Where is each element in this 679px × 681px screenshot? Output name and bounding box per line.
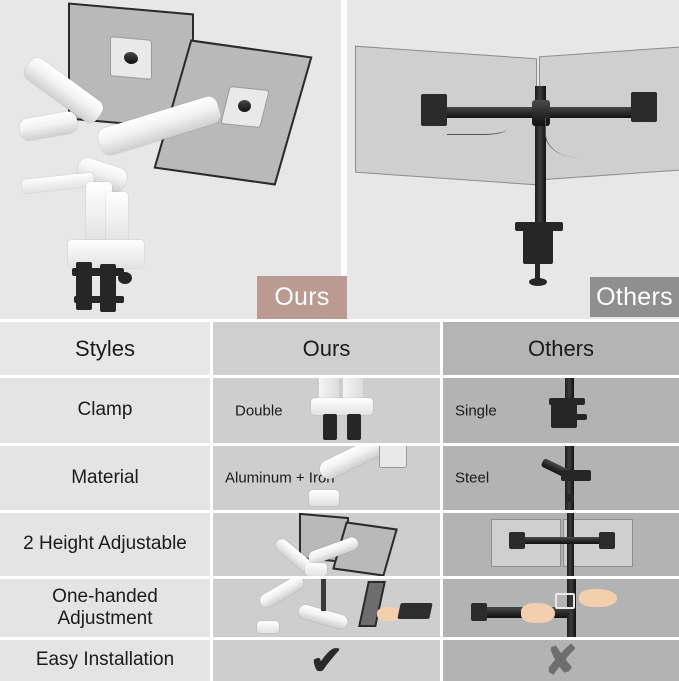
row-others-cell-easy-installation: ✘: [443, 640, 679, 681]
cable-right: [545, 118, 602, 158]
tilt-joint-2: [238, 100, 251, 112]
tilt-joint-1: [124, 51, 138, 65]
mini-vesa-right: [599, 532, 615, 549]
row-ours-value-material: Aluminum + Iron: [225, 469, 335, 487]
row-label-height-adjustable: 2 Height Adjustable: [23, 533, 187, 555]
row-others-cell-two-handed: [443, 579, 679, 637]
arm-base-art: [309, 490, 339, 506]
sleeve-art: [397, 603, 433, 619]
x-mark-icon: ✘: [544, 640, 578, 681]
steel-bolt-art: [566, 494, 574, 502]
row-label-material: Material: [71, 466, 139, 488]
clamp-post-2: [343, 378, 363, 402]
product-photo-band: Ours Others: [0, 0, 679, 319]
hand-left-art: [521, 603, 555, 623]
clamp-jaw-right: [347, 414, 361, 440]
row-label-cell: Easy Installation: [0, 640, 210, 681]
row-others-value-material: Steel: [455, 469, 490, 487]
header-label-styles: Styles: [75, 335, 135, 361]
table-header-row: Styles Ours Others: [0, 322, 679, 375]
header-cell-ours: Ours: [213, 322, 440, 375]
comparison-table: Styles Ours Others Clamp Double: [0, 320, 679, 681]
row-label-easy-installation: Easy Installation: [35, 649, 175, 671]
arm-lower-segment-1: [18, 110, 80, 142]
clamp-bar-lower: [74, 296, 124, 303]
row-label-cell: Clamp: [0, 378, 210, 443]
hand-art: [377, 607, 403, 621]
row-ours-cell-one-handed: [213, 579, 440, 637]
badge-others: Others: [590, 277, 679, 317]
row-ours-cell-height: [213, 513, 440, 576]
row-ours-value-clamp: Double: [235, 402, 283, 419]
clamp-screw-knob: [529, 278, 547, 286]
badge-ours: Ours: [257, 276, 347, 319]
single-clamp-top: [549, 398, 585, 405]
mini-cross-bar: [513, 537, 609, 544]
row-label-clamp: Clamp: [77, 399, 133, 421]
clamp-knob: [118, 272, 132, 284]
table-row-clamp: Clamp Double Single: [0, 378, 679, 443]
riser-pole-art: [321, 579, 326, 611]
vesa-plate-art: [379, 446, 407, 468]
header-cell-others: Others: [443, 322, 679, 375]
header-label-others: Others: [527, 335, 595, 361]
clamp-post-1: [319, 378, 339, 402]
single-clamp-arm: [573, 414, 587, 420]
table-row-height-adjustable: 2 Height Adjustable: [0, 513, 679, 576]
mini-pole: [567, 513, 574, 576]
row-others-cell-clamp: Single: [443, 378, 679, 443]
desk-clamp-top: [515, 222, 563, 231]
mini-base: [305, 563, 327, 576]
mini-vesa-left: [509, 532, 525, 549]
single-clamp-pole: [565, 378, 574, 412]
row-others-value-clamp: Single: [455, 402, 497, 419]
riser-post-2: [106, 192, 128, 244]
vesa-head-left: [421, 94, 447, 126]
clamp-jaw-left: [323, 414, 337, 440]
row-ours-cell-material: Aluminum + Iron: [213, 446, 440, 510]
desk-tray: [21, 172, 95, 194]
black-vesa-art: [471, 603, 487, 621]
table-row-material: Material Aluminum + Iron Steel: [0, 446, 679, 510]
center-pole: [535, 86, 546, 264]
table-row-easy-installation: Easy Installation ✔ ✘: [0, 640, 679, 681]
hand-right-art: [579, 589, 617, 607]
row-others-cell-material: Steel: [443, 446, 679, 510]
arm-seg-a: [257, 579, 307, 611]
badge-others-label: Others: [596, 282, 673, 311]
photo-others-product: [347, 0, 679, 319]
check-mark-icon: ✔: [309, 640, 344, 681]
adjust-knob-art: [555, 593, 575, 609]
header-cell-styles: Styles: [0, 322, 210, 375]
row-label-cell: 2 Height Adjustable: [0, 513, 210, 576]
steel-collar-art: [561, 470, 591, 481]
row-others-cell-height: [443, 513, 679, 576]
header-label-ours: Ours: [302, 335, 351, 361]
cable-left: [447, 120, 507, 135]
clamp-base-plate: [311, 398, 373, 415]
arm-base-art-2: [257, 621, 279, 633]
row-ours-cell-easy-installation: ✔: [213, 640, 440, 681]
row-label-cell: Material: [0, 446, 210, 510]
vesa-head-right: [631, 92, 657, 122]
badge-ours-label: Ours: [274, 283, 330, 311]
clamp-screw-shaft: [535, 262, 540, 282]
clamp-bar-upper: [72, 268, 124, 276]
row-ours-cell-clamp: Double: [213, 378, 440, 443]
photo-ours-product: [0, 0, 341, 319]
arm-segment-art: [316, 446, 385, 483]
